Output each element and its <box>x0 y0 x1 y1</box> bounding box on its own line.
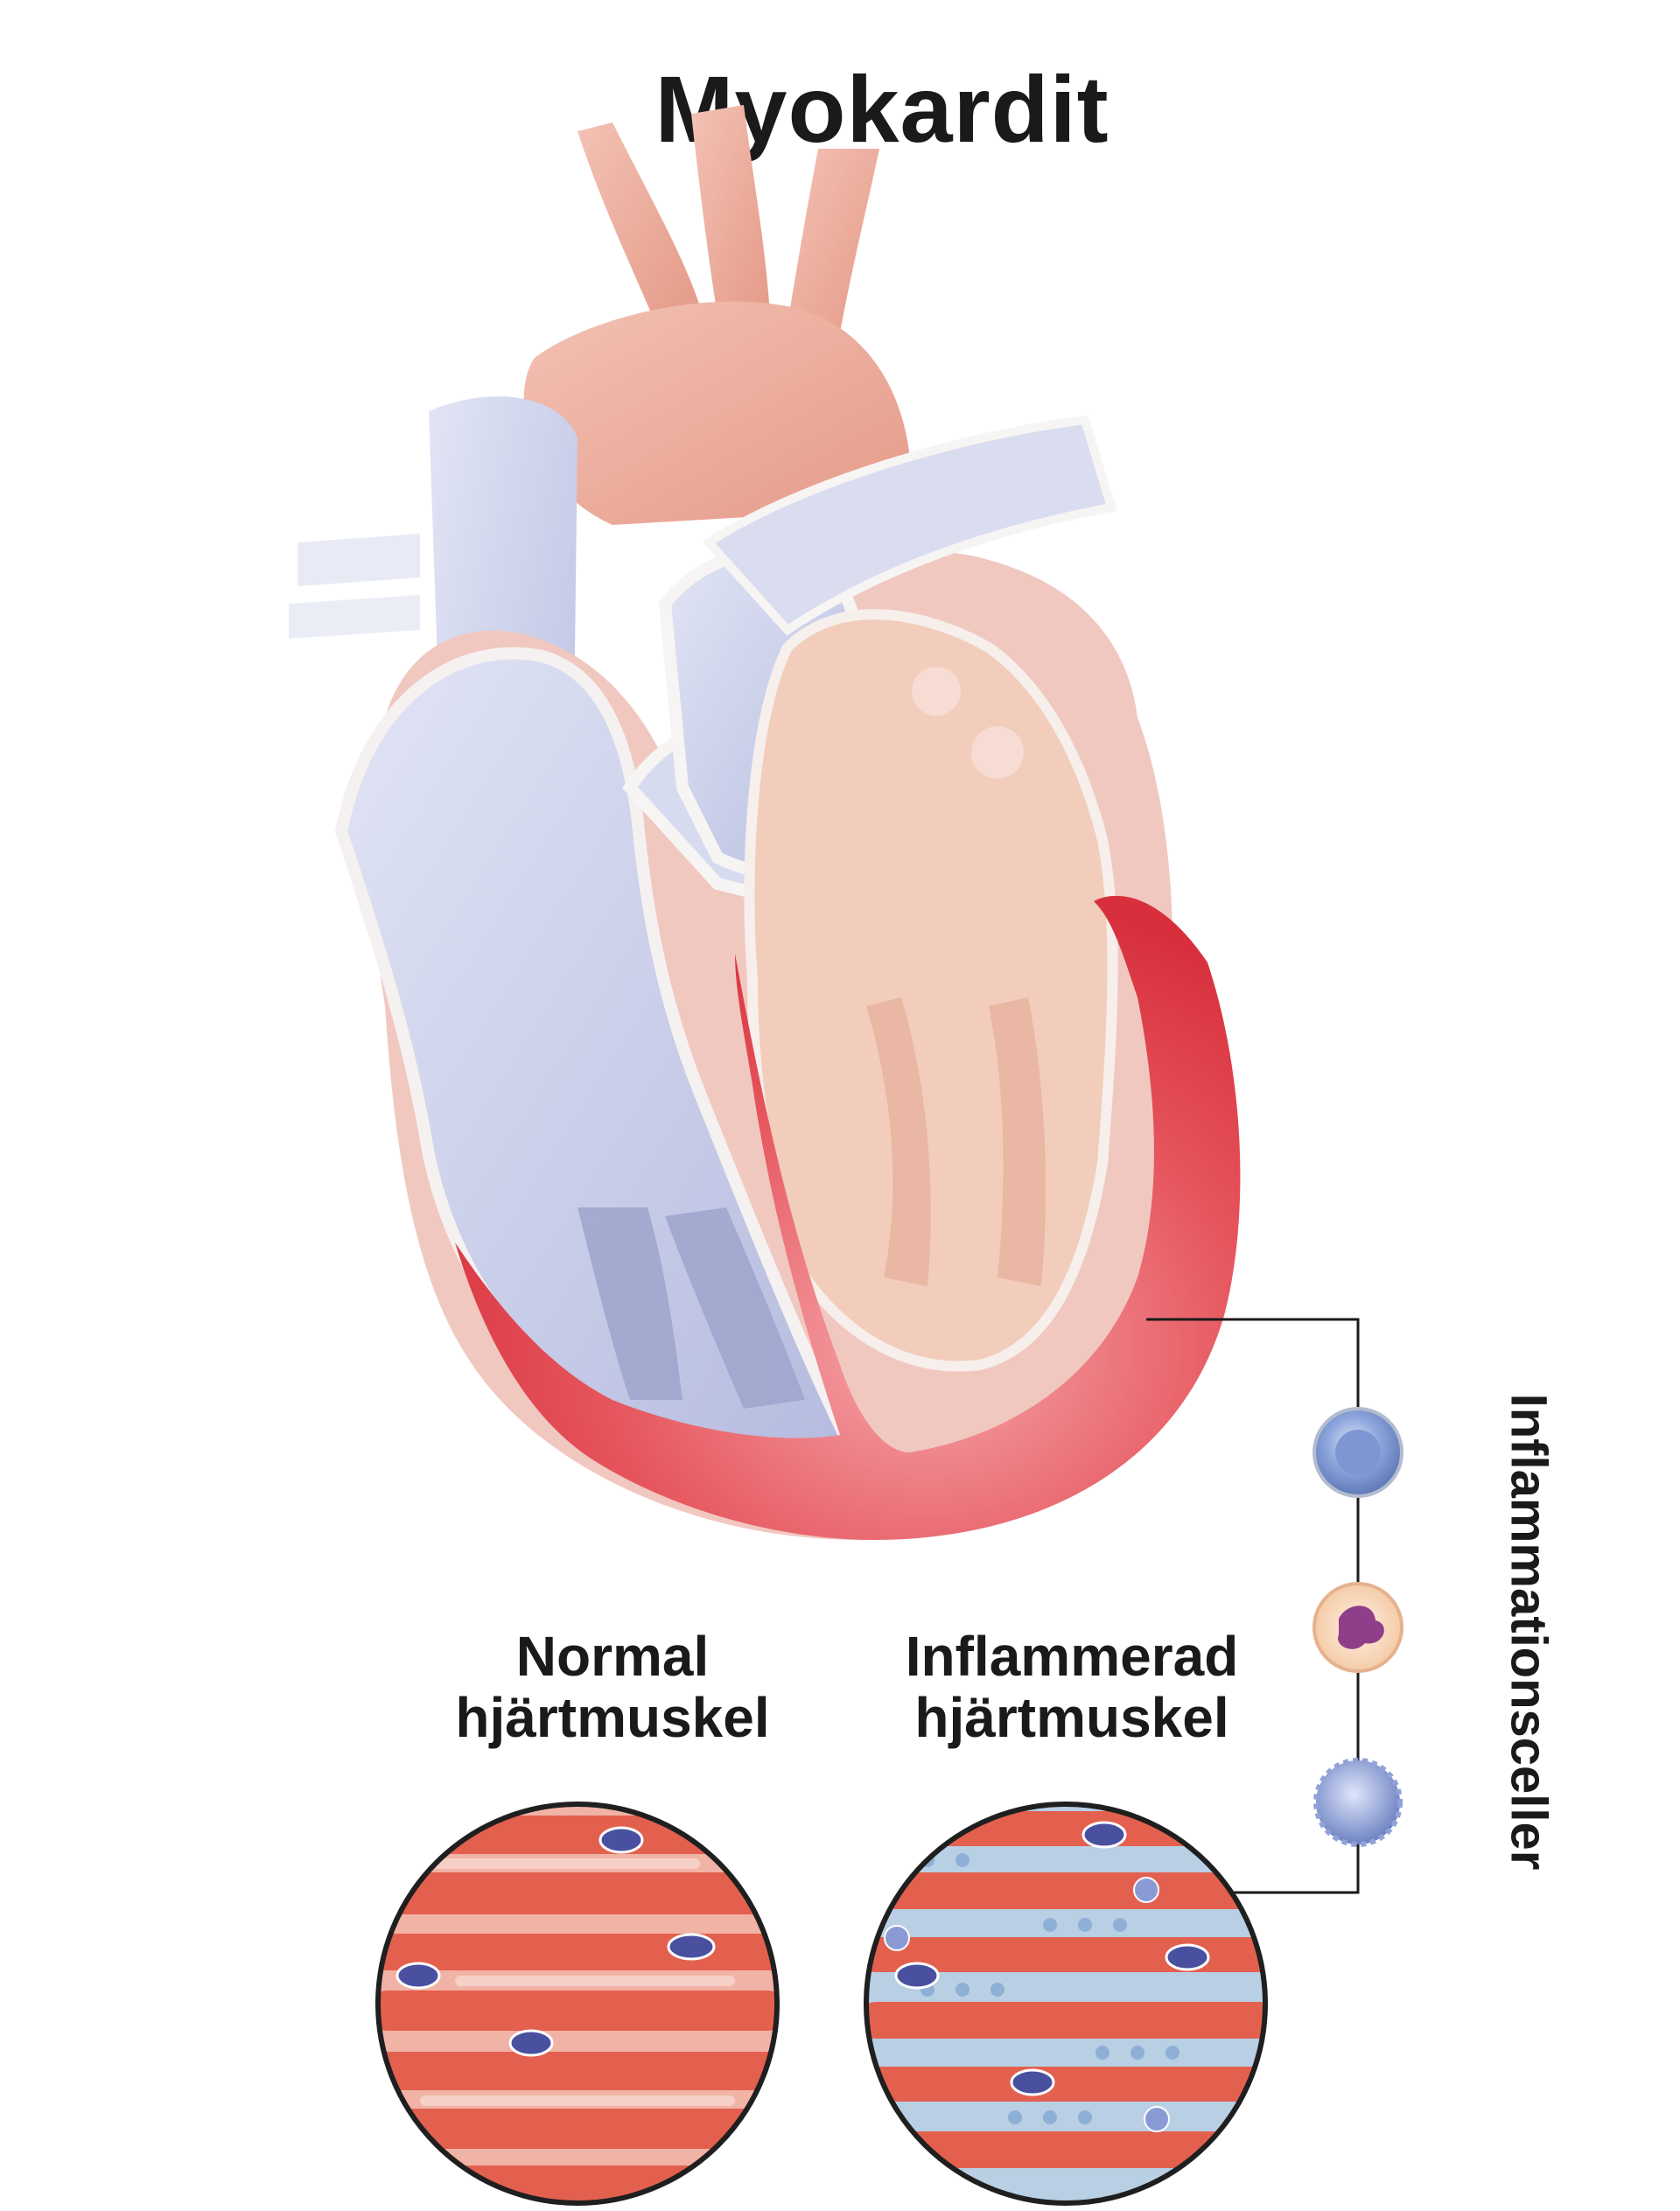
inflamed-label-line2: hjärtmuskel <box>914 1686 1229 1749</box>
normal-label-line1: Normal <box>515 1625 710 1688</box>
inflamed-myocardium <box>455 895 1241 1540</box>
normal-muscle-circle <box>375 1802 780 2206</box>
macrophage-cell <box>1313 1758 1403 1847</box>
inflammatory-cells-label-box: Inflammationsceller <box>1488 1394 1570 1871</box>
inflamed-label-line1: Inflammerad <box>905 1625 1239 1688</box>
aorta-branches <box>523 105 912 525</box>
normal-muscle-label: Normal hjärtmuskel <box>368 1626 858 1748</box>
inflammatory-cells <box>1312 1407 1404 1847</box>
inflamed-muscle-label: Inflammerad hjärtmuskel <box>862 1626 1282 1748</box>
inflammatory-cells-label: Inflammationsceller <box>1500 1393 1558 1871</box>
inflamed-muscle-circle <box>864 1802 1268 2206</box>
heart-valve-leaflets <box>578 1207 805 1409</box>
normal-label-line2: hjärtmuskel <box>455 1686 770 1749</box>
left-heart-chambers <box>744 609 1118 1372</box>
